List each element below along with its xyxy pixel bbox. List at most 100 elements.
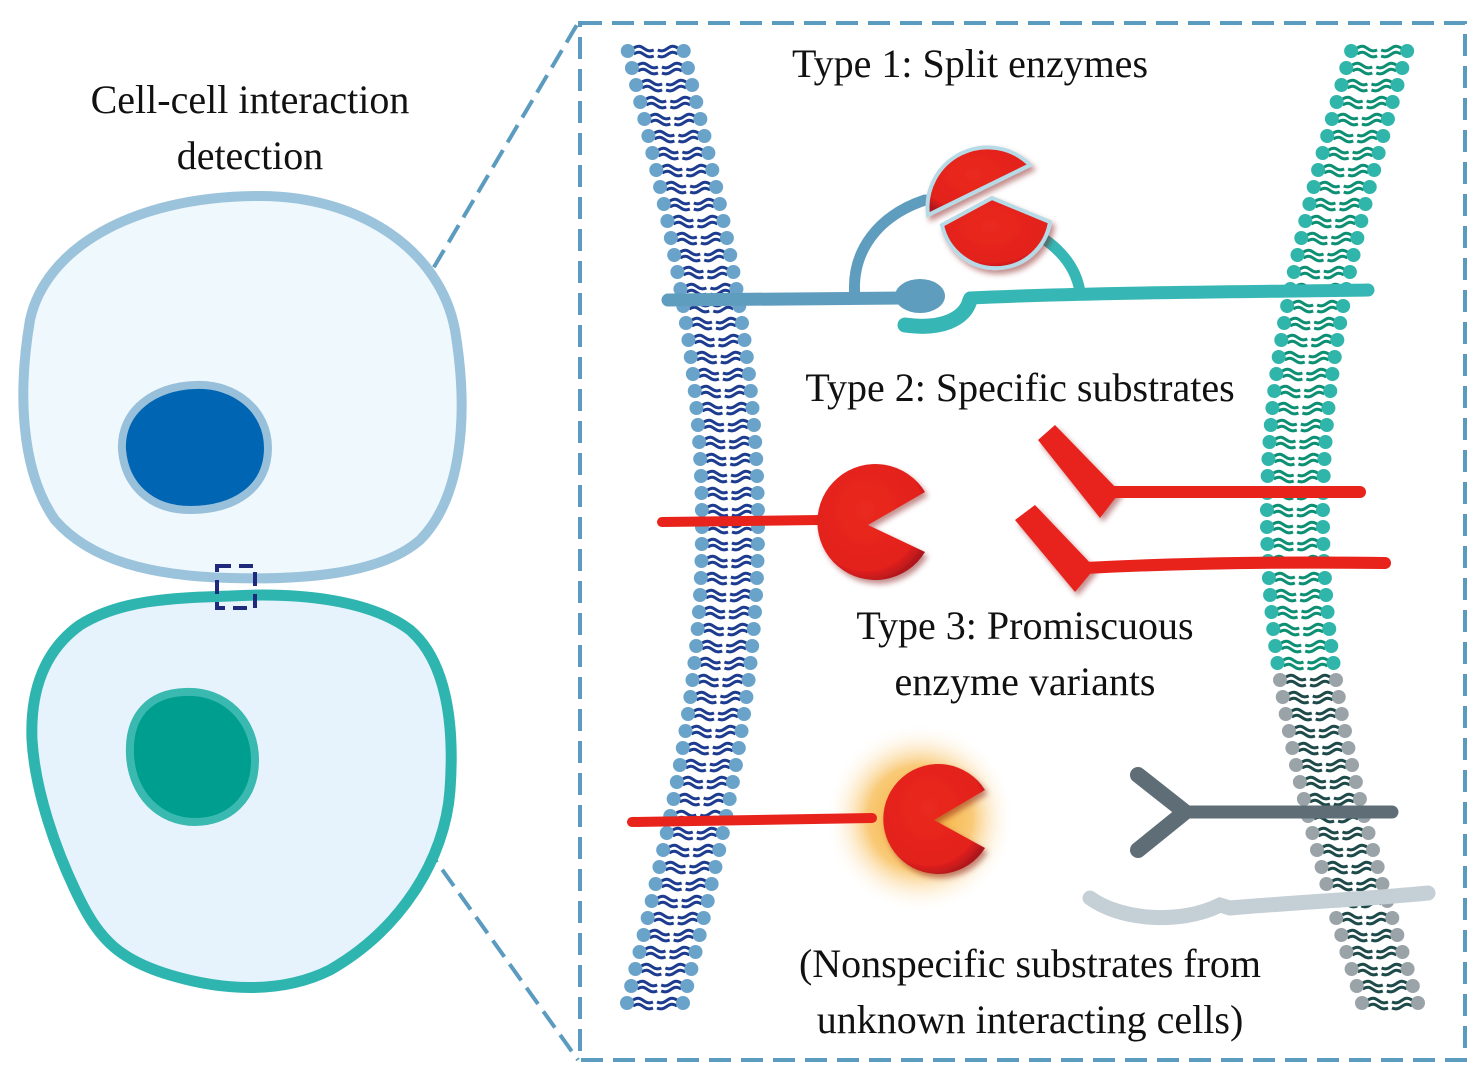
membrane-right-lipid-tail <box>1300 418 1322 427</box>
membrane-left-lipid-head <box>683 690 698 704</box>
membrane-right-lipid-tail <box>1306 231 1328 240</box>
membrane-left-lipid-tail <box>665 84 687 93</box>
membrane-left-lipid-head <box>750 537 765 551</box>
membrane-right-lipid-tail <box>1298 441 1321 450</box>
membrane-right-lipid-tail <box>1294 724 1316 733</box>
membrane-right-lipid-tail <box>1361 112 1383 121</box>
membrane-right-lipid-tail <box>1272 509 1294 518</box>
membrane-left-lipid-tail <box>676 231 698 240</box>
membrane-right-lipid-tail <box>1321 741 1344 750</box>
membrane-left-lipid-tail <box>700 384 722 393</box>
membrane-left-lipid-tail <box>725 639 747 648</box>
membrane-right-lipid-tail <box>1356 968 1379 977</box>
membrane-right-lipid-head <box>1348 775 1363 789</box>
membrane-right-lipid-head <box>1324 639 1339 653</box>
membrane-left-lipid-tail <box>727 628 749 637</box>
membrane-right-lipid-tail <box>1300 611 1323 620</box>
membrane-right-lipid-head <box>1292 775 1307 789</box>
membrane-right-lipid-head <box>1319 588 1334 602</box>
membrane-left-lipid-tail <box>717 333 740 342</box>
membrane-left-lipid-tail <box>728 605 750 614</box>
membrane-right-lipid-tail <box>1341 95 1364 104</box>
membrane-left-lipid-tail <box>707 543 729 552</box>
membrane-right-lipid-tail <box>1286 333 1308 342</box>
membrane-right-lipid-head <box>1285 741 1300 755</box>
membrane-left-lipid-head <box>694 503 709 517</box>
membrane-left-lipid-head <box>731 741 746 755</box>
membrane-right-lipid-head <box>1361 826 1376 840</box>
membrane-left-lipid-tail <box>723 662 746 671</box>
membrane-left-lipid-tail <box>690 724 713 733</box>
membrane-right-lipid-head <box>1320 129 1335 143</box>
membrane-left-lipid-tail <box>653 135 675 144</box>
membrane-right-lipid-head <box>1269 367 1284 381</box>
membrane-left-lipid-tail <box>706 554 729 563</box>
membrane-right-lipid-tail <box>1298 571 1320 580</box>
membrane-right-lipid-head <box>1342 265 1357 279</box>
membrane-left-lipid-tail <box>675 809 697 818</box>
membrane-right-lipid-tail <box>1272 475 1295 484</box>
membrane-right-lipid-tail <box>1325 758 1347 767</box>
membrane-left-lipid-head <box>694 537 709 551</box>
membrane-right-lipid-tail <box>1313 322 1335 331</box>
membrane-right-lipid-head <box>1320 605 1335 619</box>
membrane-left-lipid-tail <box>653 129 675 138</box>
membrane-left-lipid-head <box>748 435 763 449</box>
membrane-right-lipid-head <box>1323 384 1338 398</box>
membrane-right-lipid-tail <box>1362 979 1384 988</box>
membrane-left-lipid-tail <box>706 475 728 484</box>
membrane-right-lipid-tail <box>1301 758 1323 767</box>
membrane-right-lipid-tail <box>1352 146 1374 155</box>
membrane-left-lipid-head <box>636 928 651 942</box>
membrane-left-lipid-tail <box>703 424 725 433</box>
receptor-teal-hook <box>897 292 978 334</box>
membrane-left-lipid-tail <box>681 146 704 155</box>
membrane-right-lipid-tail <box>1351 866 1373 875</box>
membrane-left-lipid-tail <box>688 305 710 314</box>
membrane-right-lipid-tail <box>1386 985 1408 994</box>
membrane-right-lipid-tail <box>1318 180 1341 189</box>
membrane-right-lipid-tail <box>1318 186 1341 195</box>
membrane-right-lipid-head <box>1367 163 1382 177</box>
lightgray-receptor <box>1082 885 1436 926</box>
membrane-left-lipid-tail <box>696 220 719 229</box>
type1-split-enzyme-complex <box>661 145 1375 334</box>
membrane-left-lipid-tail <box>661 169 683 178</box>
membrane-left-lipid-tail <box>636 979 658 988</box>
membrane-left-lipid-head <box>689 639 704 653</box>
membrane-right-lipid-tail <box>1305 781 1327 790</box>
membrane-left-lipid-tail <box>644 945 667 954</box>
membrane-left-lipid-head <box>750 469 765 483</box>
membrane-right-lipid-tail <box>1341 917 1363 926</box>
membrane-left-lipid-tail <box>679 248 701 257</box>
type3-label-line-1: Type 3: Promiscuous <box>856 603 1194 648</box>
membrane-right-lipid-tail <box>1272 503 1294 512</box>
membrane-right-lipid-tail <box>1332 135 1354 144</box>
membrane-right-lipid-tail <box>1298 435 1321 444</box>
membrane-right-lipid-head <box>1280 299 1295 313</box>
membrane-right-lipid-tail <box>1290 713 1313 722</box>
membrane-left-lipid-tail <box>707 526 729 535</box>
membrane-left-lipid-head <box>745 401 760 415</box>
membrane-right-lipid-tail <box>1296 503 1318 512</box>
bottom-cell-nucleus <box>125 687 260 827</box>
membrane-left-lipid-tail <box>677 917 699 926</box>
membrane-right-lipid-tail <box>1309 798 1331 807</box>
membrane-left-lipid-tail <box>717 707 739 716</box>
membrane-right-lipid-tail <box>1305 373 1328 382</box>
membrane-left-lipid-tail <box>664 968 687 977</box>
membrane-right-lipid-tail <box>1381 968 1403 977</box>
membrane-right-lipid-tail <box>1367 1002 1389 1011</box>
membrane-right-lipid-head <box>1259 503 1274 517</box>
membrane-right-lipid-tail <box>1285 673 1307 682</box>
membrane-right-lipid-head <box>1380 112 1395 126</box>
membrane-right-lipid-head <box>1331 690 1346 704</box>
membrane-left-lipid-tail <box>665 186 687 195</box>
membrane-right-lipid-tail <box>1330 231 1353 240</box>
membrane-left-lipid-tail <box>668 843 690 852</box>
membrane-left-lipid-tail <box>641 78 663 87</box>
membrane-left-lipid-head <box>734 724 749 738</box>
membrane-left-lipid-head <box>694 486 709 500</box>
membrane-left-lipid-tail <box>709 758 731 767</box>
membrane-left-lipid-tail <box>641 84 663 93</box>
